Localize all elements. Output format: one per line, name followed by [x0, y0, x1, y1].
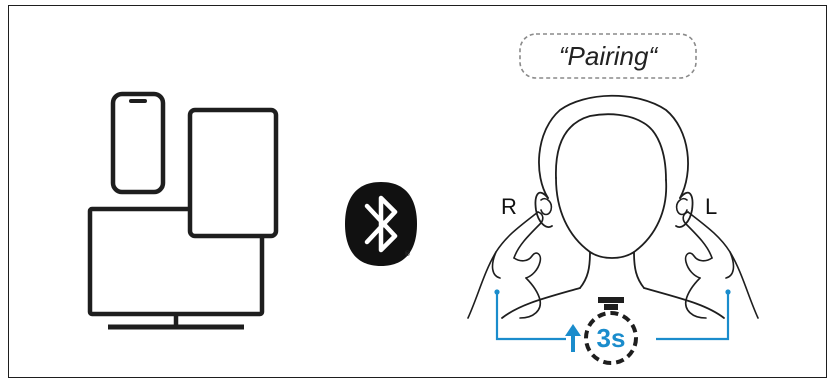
bluetooth-registered-mark: ® [404, 250, 411, 258]
devices-group [90, 94, 276, 327]
pairing-voice-prompt: “Pairing“ [520, 34, 696, 78]
tablet-icon [190, 110, 276, 236]
right-ear-label: R [501, 194, 517, 220]
left-ear-label: L [705, 194, 717, 220]
phone-icon [113, 94, 163, 192]
hold-duration-label: 3s [583, 320, 639, 356]
person-head [502, 96, 724, 318]
